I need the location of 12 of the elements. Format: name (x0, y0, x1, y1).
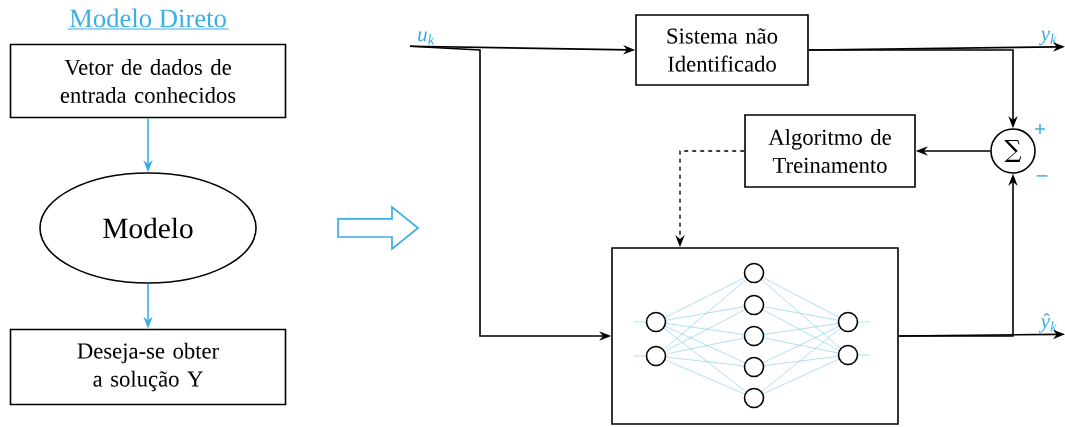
output-box: Deseja-se obter a solução Y (9, 328, 287, 406)
title: Modelo Direto (69, 8, 226, 28)
system-box: Sistema não Identificado (635, 14, 809, 86)
input-box: Vetor de dados de entrada conhecidos (9, 43, 287, 119)
sign-label: + (1035, 123, 1045, 134)
algorithm-box: Algoritmo de Treinamento (744, 114, 916, 188)
signal-label: u$_{k}$ (418, 31, 435, 45)
signal-label: y$_{k}$ (1038, 30, 1057, 46)
neural-network-box (611, 247, 899, 425)
summing-junction: ∑ (990, 128, 1036, 174)
sign-label: – (1036, 175, 1048, 177)
signal-label: ŷ$_{k}$ (1038, 313, 1057, 333)
